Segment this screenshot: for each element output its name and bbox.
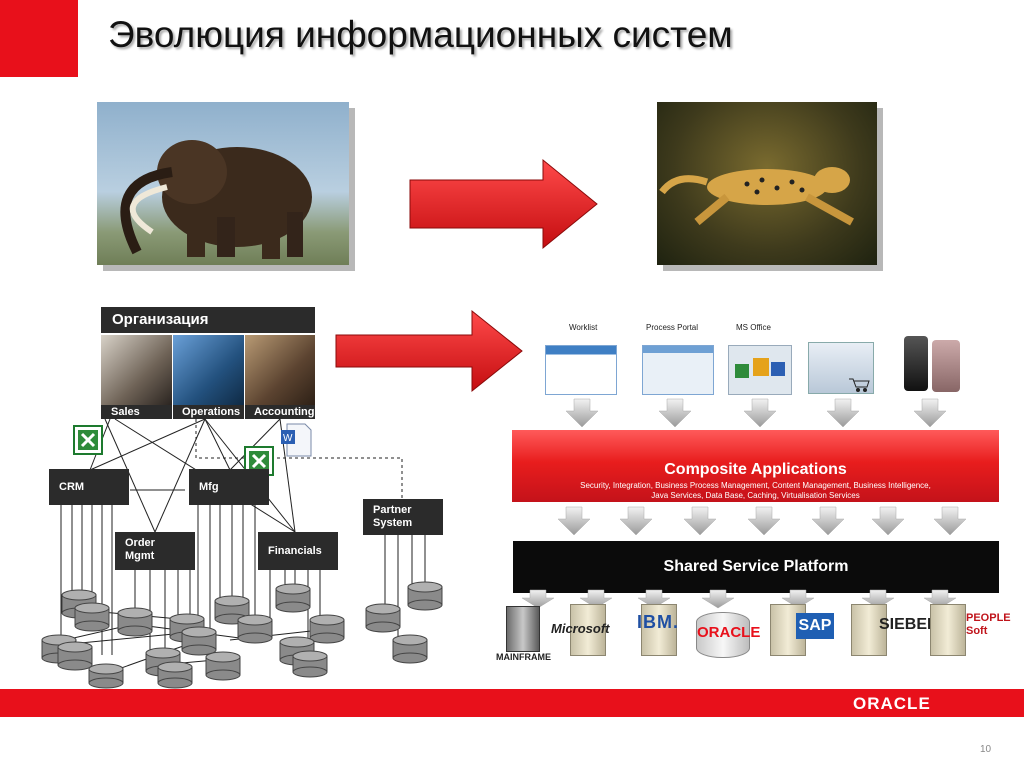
partner-system-box: Partner System [363, 499, 443, 535]
pda-phone-icon [932, 340, 960, 392]
dept-label-sales: Sales [101, 405, 172, 419]
sales-photo [101, 335, 172, 405]
order-mgmt-label-line2: Mgmt [125, 550, 155, 562]
accounting-photo [245, 335, 315, 405]
web-shop-icon [808, 342, 874, 394]
dept-label-operations: Operations [173, 405, 244, 419]
ms-office-icon [728, 345, 792, 395]
channel-label-ms-office: MS Office [736, 323, 771, 332]
composite-applications-subtitle-1: Security, Integration, Business Process … [580, 481, 931, 490]
microsoft-logo: Microsoft [551, 621, 610, 636]
mainframe-label: MAINFRAME [496, 652, 551, 662]
oracle-brand-logo: ORACLE [853, 694, 931, 713]
smartphone-icon [904, 336, 928, 391]
crm-system-box: CRM [49, 469, 129, 505]
flow-arrows [557, 398, 967, 536]
channel-label-process-portal: Process Portal [646, 323, 699, 332]
oracle-db-logo: ORACLE [697, 624, 761, 641]
composite-applications-bar: Composite Applications Security, Integra… [512, 430, 999, 502]
arrow-right-icon [409, 158, 598, 250]
peoplesoft-server-icon [930, 604, 966, 656]
word-document-icon: W [281, 423, 312, 457]
siebel-server-icon [851, 604, 887, 656]
financials-system-box: Financials [258, 532, 338, 570]
cheetah-image [657, 102, 877, 265]
footer-red-band [0, 689, 1024, 717]
mfg-system-box: Mfg [189, 469, 269, 505]
ibm-logo: IBM. [637, 612, 679, 632]
composite-applications-title: Composite Applications [664, 461, 847, 478]
worklist-screenshot-icon [545, 345, 617, 395]
peoplesoft-logo: PEOPLE Soft [966, 612, 1011, 637]
platform-down-arrows [521, 589, 957, 609]
mainframe-server-icon [506, 606, 540, 652]
process-portal-screenshot-icon [642, 345, 714, 395]
sap-logo: SAP [796, 613, 834, 639]
dept-label-accounting: Accounting [245, 405, 315, 419]
microsoft-server-icon [570, 604, 606, 656]
partner-system-label-line2: System [373, 517, 413, 529]
slide-title: Эволюция информационных систем [108, 14, 733, 55]
ibm-server-icon [641, 604, 677, 656]
mammoth-image [97, 102, 349, 265]
composite-applications-subtitle-2: Java Services, Data Base, Caching, Virtu… [651, 491, 860, 500]
oracle-database-icon [696, 612, 750, 658]
partner-system-label-line1: Partner [373, 504, 412, 516]
order-mgmt-system-box: Order Mgmt [115, 532, 195, 570]
red-corner-block [0, 0, 78, 77]
arrow-right-icon [335, 309, 523, 393]
shared-service-platform-bar: Shared Service Platform [513, 541, 999, 593]
order-mgmt-label-line1: Order [125, 537, 155, 549]
siebel-logo: SIEBEL [879, 616, 937, 633]
page-number: 10 [980, 744, 992, 755]
operations-photo [173, 335, 244, 405]
svg-text:W: W [283, 433, 293, 444]
channel-label-worklist: Worklist [569, 323, 598, 332]
organization-header: Организация [101, 307, 315, 333]
excel-icon [73, 425, 103, 455]
